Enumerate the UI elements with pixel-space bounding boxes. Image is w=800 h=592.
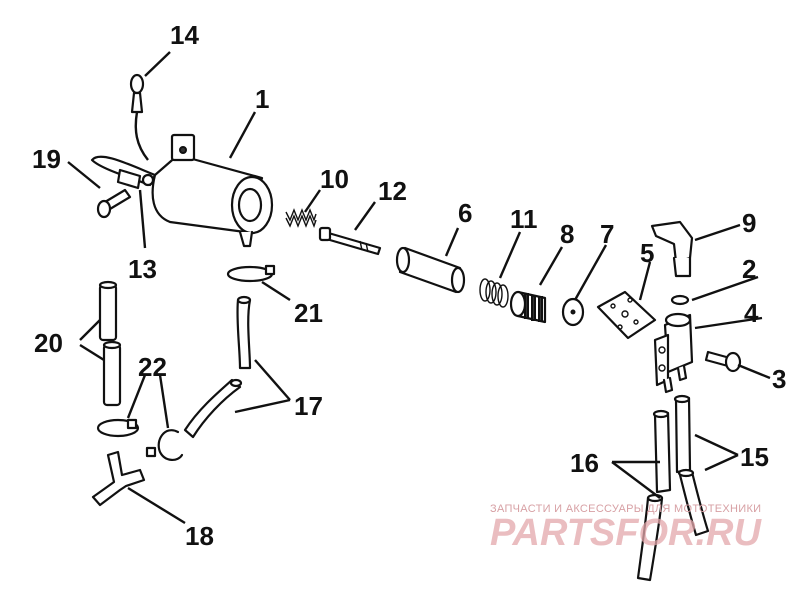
part-9-elbow: [650, 220, 694, 278]
part-17-hoses: [183, 295, 252, 439]
part-11-spring: [479, 278, 509, 308]
watermark: ЗАПЧАСТИ И АКСЕССУАРЫ ДЛЯ МОТОТЕХНИКИ PA…: [490, 503, 762, 554]
label-22: 22: [138, 352, 167, 382]
label-12: 12: [378, 176, 407, 206]
label-3: 3: [772, 364, 786, 394]
label-17: 17: [294, 391, 323, 421]
part-19-screw: [96, 188, 132, 219]
part-22-clamps: [96, 418, 184, 461]
part-1-solenoid: [151, 133, 274, 248]
part-10-spring: [285, 208, 317, 229]
label-8: 8: [560, 219, 574, 249]
label-19: 19: [32, 144, 61, 174]
watermark-brand: PARTSFOR.RU: [490, 512, 762, 554]
label-4: 4: [744, 298, 759, 328]
label-2: 2: [742, 254, 756, 284]
part-3-screw: [704, 350, 742, 373]
label-13: 13: [128, 254, 157, 284]
label-5: 5: [640, 238, 654, 268]
part-15-16-hoses: [636, 394, 710, 582]
part-20-tubes: [98, 280, 122, 407]
label-14: 14: [170, 20, 199, 50]
part-21-clamp: [226, 264, 276, 283]
label-21: 21: [294, 298, 323, 328]
label-16: 16: [570, 448, 599, 478]
label-11: 11: [510, 204, 538, 234]
callout-numbers: 14 1 19 13 10 12 6 11 8 7 5 9 2 4 3 21 2…: [32, 20, 786, 551]
part-12-rod: [318, 226, 382, 256]
part-13-bracket: [90, 155, 157, 190]
part-18-tee: [91, 450, 146, 507]
watermark-subtitle: ЗАПЧАСТИ И АКСЕССУАРЫ ДЛЯ МОТОТЕХНИКИ: [490, 503, 761, 515]
label-20: 20: [34, 328, 63, 358]
part-5-gasket: [596, 290, 657, 340]
label-6: 6: [458, 198, 472, 228]
label-1: 1: [255, 84, 269, 114]
leader-lines: [67, 51, 771, 525]
label-9: 9: [742, 208, 756, 238]
label-10: 10: [320, 164, 349, 194]
part-4-valve-body: [653, 312, 694, 394]
label-15: 15: [740, 442, 769, 472]
part-2-oring: [670, 294, 690, 306]
part-7-disc: [561, 297, 585, 327]
label-18: 18: [185, 521, 214, 551]
label-7: 7: [600, 219, 614, 249]
part-14-ring-terminal: [129, 73, 149, 161]
part-8-nut: [509, 290, 547, 324]
part-6-cylinder: [395, 246, 466, 294]
